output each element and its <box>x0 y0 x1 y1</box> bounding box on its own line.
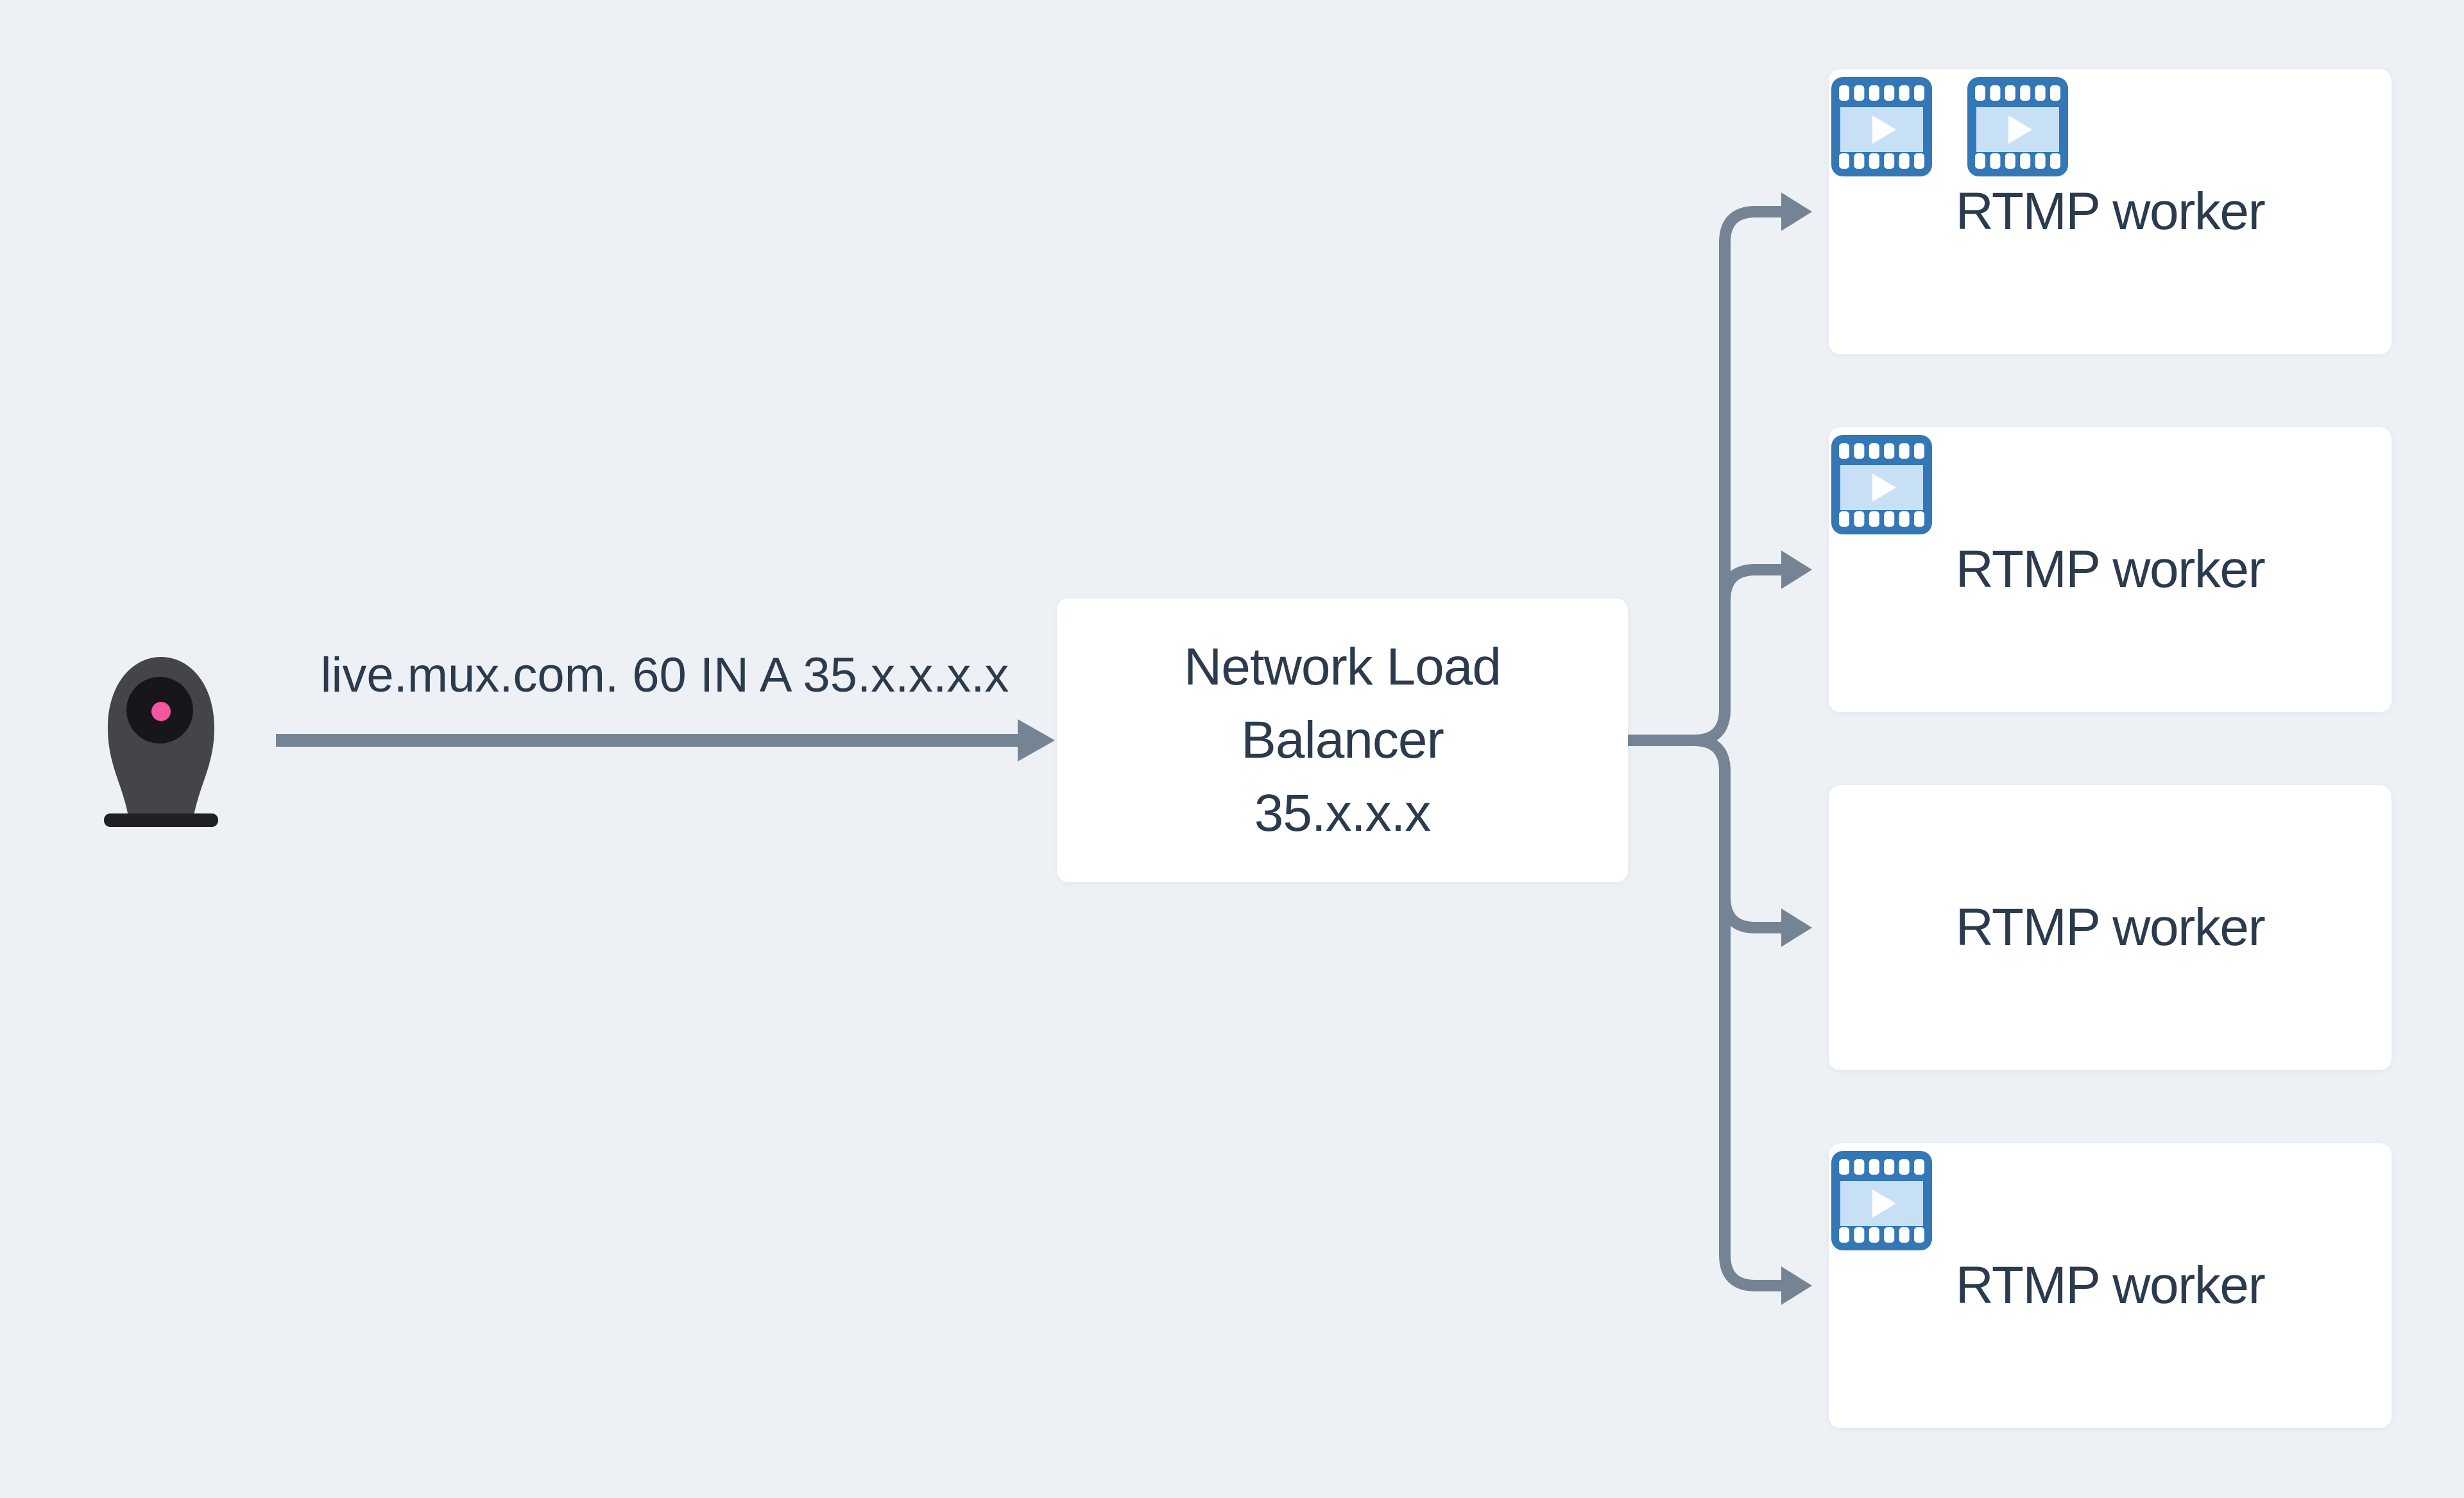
load-balancer-title-line: Network Load <box>1184 638 1502 696</box>
worker-label: RTMP worker <box>1955 1256 2266 1315</box>
stream-icons <box>1831 435 1932 534</box>
worker-node-3: RTMP worker <box>1829 785 2391 1070</box>
worker-label: RTMP worker <box>1955 182 2266 241</box>
worker-node-2: RTMP worker <box>1829 427 2391 712</box>
film-strip-icon <box>1967 77 2068 176</box>
film-strip-icon <box>1831 77 1932 176</box>
worker-label: RTMP worker <box>1955 540 2266 599</box>
stream-icons <box>1831 1151 1932 1250</box>
worker-node-4: RTMP worker <box>1829 1143 2391 1428</box>
webcam-icon <box>104 657 218 827</box>
branch-arrow-worker-3 <box>1719 896 1812 947</box>
load-balancer-node: Network Load Balancer 35.x.x.x <box>1057 599 1628 882</box>
film-strip-icon <box>1831 435 1932 534</box>
film-strip-icon <box>1831 1151 1932 1250</box>
worker-label: RTMP worker <box>1955 898 2266 957</box>
dns-record-label: live.mux.com. 60 IN A 35.x.x.x.x <box>320 648 1009 702</box>
load-balancer-title-line: Balancer <box>1241 711 1444 769</box>
load-balancer-title: Network Load Balancer 35.x.x.x <box>1184 631 1502 850</box>
load-balancer-title-line: 35.x.x.x <box>1254 784 1432 842</box>
worker-node-1: RTMP worker <box>1829 69 2391 354</box>
stream-icons <box>1831 77 2068 176</box>
branch-arrow-worker-1 <box>1628 192 1812 746</box>
dns-arrow <box>276 719 1055 762</box>
branch-arrow-worker-4 <box>1628 735 1812 1305</box>
branch-arrow-worker-2 <box>1719 550 1812 601</box>
